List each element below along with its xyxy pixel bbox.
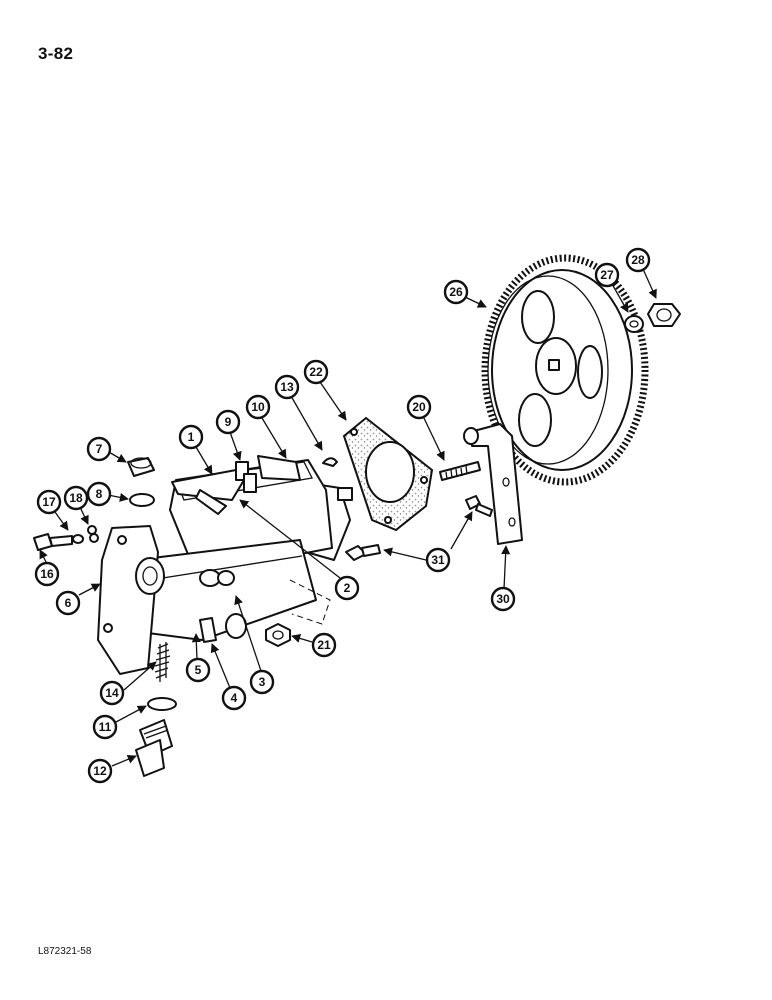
callout-7: 7 bbox=[86, 436, 112, 462]
callout-13: 13 bbox=[274, 374, 300, 400]
callout-7-label: 7 bbox=[96, 442, 103, 456]
callout-12-label: 12 bbox=[93, 764, 107, 778]
woodruff-key bbox=[322, 457, 338, 467]
gear-washer bbox=[624, 315, 644, 333]
callout-26-label: 26 bbox=[449, 285, 463, 299]
drive-gear bbox=[481, 254, 649, 486]
adjusting-screw bbox=[33, 533, 73, 551]
callout-2: 2 bbox=[334, 575, 360, 601]
figure-id: L872321-58 bbox=[38, 946, 92, 957]
callout-22-label: 22 bbox=[309, 365, 323, 379]
callout-22: 22 bbox=[303, 359, 329, 385]
callout-5-label: 5 bbox=[195, 663, 202, 677]
callout-21: 21 bbox=[311, 632, 337, 658]
callout-16-label: 16 bbox=[40, 567, 54, 581]
callout-27: 27 bbox=[594, 262, 620, 288]
callout-30-label: 30 bbox=[496, 592, 510, 606]
callout-9: 9 bbox=[215, 409, 241, 435]
page-number: 3-82 bbox=[38, 44, 74, 63]
callout-31-label: 31 bbox=[431, 553, 445, 567]
clip-18 bbox=[87, 525, 99, 543]
stud bbox=[439, 461, 481, 481]
callout-8: 8 bbox=[86, 481, 112, 507]
callout-6-label: 6 bbox=[65, 596, 72, 610]
callout-16: 16 bbox=[34, 561, 60, 587]
callout-4-label: 4 bbox=[231, 691, 238, 705]
spring bbox=[154, 642, 171, 682]
callout-9-label: 9 bbox=[225, 415, 232, 429]
callout-20: 20 bbox=[406, 394, 432, 420]
callout-1-label: 1 bbox=[188, 430, 195, 444]
callout-17-label: 17 bbox=[42, 495, 56, 509]
mounting-gasket bbox=[342, 416, 434, 532]
callout-3: 3 bbox=[249, 669, 275, 695]
callout-27-label: 27 bbox=[600, 268, 614, 282]
callout-17: 17 bbox=[36, 489, 62, 515]
callout-10: 10 bbox=[245, 394, 271, 420]
support-bracket bbox=[463, 423, 523, 545]
mounting-bolt bbox=[345, 544, 381, 561]
cap-nut bbox=[127, 457, 155, 477]
callout-11: 11 bbox=[92, 714, 118, 740]
bracket-bolt bbox=[465, 495, 493, 517]
washer-11 bbox=[147, 697, 177, 711]
callout-8-label: 8 bbox=[96, 487, 103, 501]
callout-31: 31 bbox=[425, 547, 451, 573]
callout-11-label: 11 bbox=[99, 720, 112, 734]
callout-26: 26 bbox=[443, 279, 469, 305]
callout-5: 5 bbox=[185, 657, 211, 683]
leader-lines bbox=[39, 268, 657, 767]
callout-14-label: 14 bbox=[105, 686, 119, 700]
callout-18-label: 18 bbox=[69, 491, 83, 505]
injection-pump bbox=[97, 455, 353, 675]
callout-10-label: 10 bbox=[251, 400, 265, 414]
callout-2-label: 2 bbox=[344, 581, 351, 595]
callout-1: 1 bbox=[178, 424, 204, 450]
callout-28-label: 28 bbox=[631, 253, 645, 267]
callout-4: 4 bbox=[221, 685, 247, 711]
callout-21-label: 21 bbox=[317, 638, 331, 652]
washer-17 bbox=[72, 534, 84, 544]
callout-3-label: 3 bbox=[259, 675, 266, 689]
callout-12: 12 bbox=[87, 758, 113, 784]
callout-6: 6 bbox=[55, 590, 81, 616]
callout-13-label: 13 bbox=[280, 380, 294, 394]
mounting-nut bbox=[265, 623, 291, 647]
outlet-union bbox=[135, 719, 173, 777]
callout-18: 18 bbox=[63, 485, 89, 511]
callout-14: 14 bbox=[99, 680, 125, 706]
callout-30: 30 bbox=[490, 586, 516, 612]
callout-28: 28 bbox=[625, 247, 651, 273]
sealing-washer-8 bbox=[129, 493, 155, 507]
gear-nut bbox=[647, 303, 681, 327]
callout-20-label: 20 bbox=[412, 400, 426, 414]
